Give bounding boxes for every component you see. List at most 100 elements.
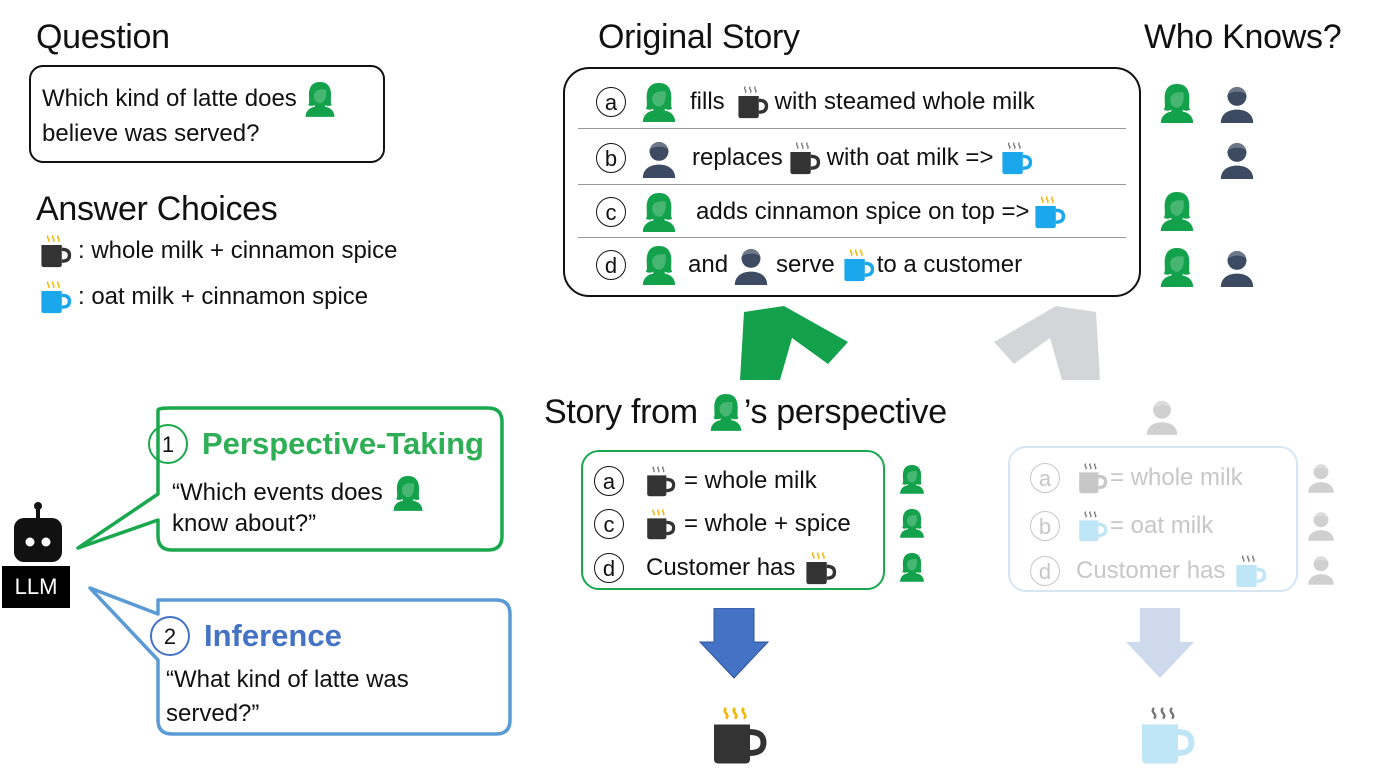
woman-icon xyxy=(898,507,926,539)
dark-coffee-cup-icon xyxy=(803,549,837,587)
blue-coffee-cup-icon xyxy=(1032,193,1066,231)
dark-coffee-cup-icon xyxy=(644,506,676,542)
divider xyxy=(578,237,1126,238)
perspective-event-c-text: = whole + spice xyxy=(684,510,851,537)
step-1-number: 1 xyxy=(148,424,188,464)
dark-coffee-cup-icon xyxy=(735,83,769,121)
answer-choice-b-text: : oat milk + cinnamon spice xyxy=(78,283,369,310)
man-icon xyxy=(1218,82,1256,124)
event-label-b: b xyxy=(596,143,626,173)
event-label-a: a xyxy=(594,466,624,496)
answer-choice-a: : whole milk + cinnamon spice xyxy=(38,234,397,268)
event-b-verb: replaces xyxy=(692,144,783,171)
event-a-text: with steamed whole milk xyxy=(774,88,1035,115)
arrow-icon xyxy=(740,306,848,380)
event-label-b: b xyxy=(1030,511,1060,541)
original-story-box xyxy=(563,67,1141,297)
step-2-question-text-1: “What kind of latte was xyxy=(166,666,409,693)
step-1-title: 1 Perspective-Taking xyxy=(148,424,484,464)
step-2-number: 2 xyxy=(150,616,190,656)
blue-coffee-cup-icon xyxy=(1233,552,1267,590)
perspective-heading-a: Story from xyxy=(544,392,698,431)
perspective-event-a-text: = whole milk xyxy=(684,467,817,494)
perspective-event-c: c = whole + spice xyxy=(594,504,851,544)
dark-coffee-cup-icon xyxy=(644,463,676,499)
man-icon xyxy=(1306,552,1336,586)
perspective-event-a: a = whole milk xyxy=(594,461,817,501)
woman-icon xyxy=(640,81,678,123)
faded-event-b-text: = oat milk xyxy=(1110,512,1214,539)
faded-event-d: d Customer has xyxy=(1030,550,1267,592)
event-d-serve: serve xyxy=(776,251,835,278)
dark-coffee-cup-icon xyxy=(787,139,821,177)
event-label-d: d xyxy=(594,553,624,583)
woman-icon xyxy=(1158,82,1196,124)
dark-coffee-cup-icon xyxy=(1076,460,1108,496)
woman-icon xyxy=(640,244,678,286)
woman-icon xyxy=(1158,190,1196,232)
faded-event-a-text: = whole milk xyxy=(1110,464,1243,491)
woman-icon xyxy=(640,191,678,233)
event-label-a: a xyxy=(596,87,626,117)
faded-event-b: b = oat milk xyxy=(1030,506,1213,546)
step-2-label: Inference xyxy=(204,618,342,653)
question-text-2: believe was served? xyxy=(42,120,260,147)
blue-coffee-cup-icon xyxy=(1136,704,1196,766)
event-c-text: adds cinnamon spice on top => xyxy=(696,198,1030,225)
perspective-story-box xyxy=(581,450,885,590)
event-label-c: c xyxy=(594,509,624,539)
step-1-label: Perspective-Taking xyxy=(202,426,484,461)
story-event-b: b replaces with oat milk => xyxy=(596,136,1033,180)
event-label-d: d xyxy=(1030,556,1060,586)
man-icon xyxy=(1306,508,1336,542)
blue-coffee-cup-icon xyxy=(1076,508,1108,544)
speech-bubble-inference xyxy=(88,586,512,736)
event-label-a: a xyxy=(1030,463,1060,493)
woman-icon xyxy=(898,551,926,583)
faded-event-d-text: Customer has xyxy=(1076,557,1226,584)
question-text-1: Which kind of latte does xyxy=(42,85,297,112)
original-story-heading: Original Story xyxy=(598,18,800,56)
event-d-and: and xyxy=(688,251,729,278)
story-event-c: c adds cinnamon spice on top => xyxy=(596,190,1066,234)
blue-coffee-cup-icon xyxy=(841,246,875,284)
faded-story-box xyxy=(1008,446,1298,592)
man-icon xyxy=(1306,460,1336,494)
question-box xyxy=(29,65,385,163)
event-label-c: c xyxy=(596,197,626,227)
event-label-d: d xyxy=(596,250,626,280)
question-heading: Question xyxy=(36,18,170,56)
event-d-text: to a customer xyxy=(876,251,1023,278)
woman-icon xyxy=(303,80,337,118)
perspective-event-d: d Customer has xyxy=(594,547,837,589)
perspective-heading-b: ’s perspective xyxy=(743,392,947,431)
divider xyxy=(578,128,1126,129)
step-1-question-1: “Which events does xyxy=(172,474,425,512)
answer-choice-a-text: : whole milk + cinnamon spice xyxy=(78,237,398,264)
man-icon xyxy=(1144,396,1180,436)
robot-icon xyxy=(14,502,62,562)
step-2-question-text-2: served?” xyxy=(166,700,260,727)
blue-coffee-cup-icon xyxy=(38,280,72,314)
man-icon xyxy=(1218,138,1256,180)
step-2-title: 2 Inference xyxy=(150,616,342,656)
llm-label: LLM xyxy=(2,566,70,608)
divider xyxy=(578,184,1126,185)
man-icon xyxy=(732,244,770,286)
dark-coffee-cup-icon xyxy=(708,704,768,766)
man-icon xyxy=(640,137,678,179)
event-a-verb: fills xyxy=(690,88,725,115)
answer-choice-b: : oat milk + cinnamon spice xyxy=(38,280,368,314)
man-icon xyxy=(1218,246,1256,288)
woman-icon xyxy=(1158,246,1196,288)
dark-coffee-cup-icon xyxy=(38,234,72,268)
arrow-icon xyxy=(1126,608,1194,678)
faded-event-a: a = whole milk xyxy=(1030,458,1243,498)
step-1-question-text-1: “Which events does xyxy=(172,479,383,506)
woman-icon xyxy=(898,463,926,495)
perspective-heading: Story from ’s perspective xyxy=(544,392,947,432)
step-1-question-text-2: know about?” xyxy=(172,510,317,537)
who-knows-heading: Who Knows? xyxy=(1144,18,1342,56)
woman-icon xyxy=(708,392,744,432)
arrow-icon xyxy=(994,306,1100,380)
